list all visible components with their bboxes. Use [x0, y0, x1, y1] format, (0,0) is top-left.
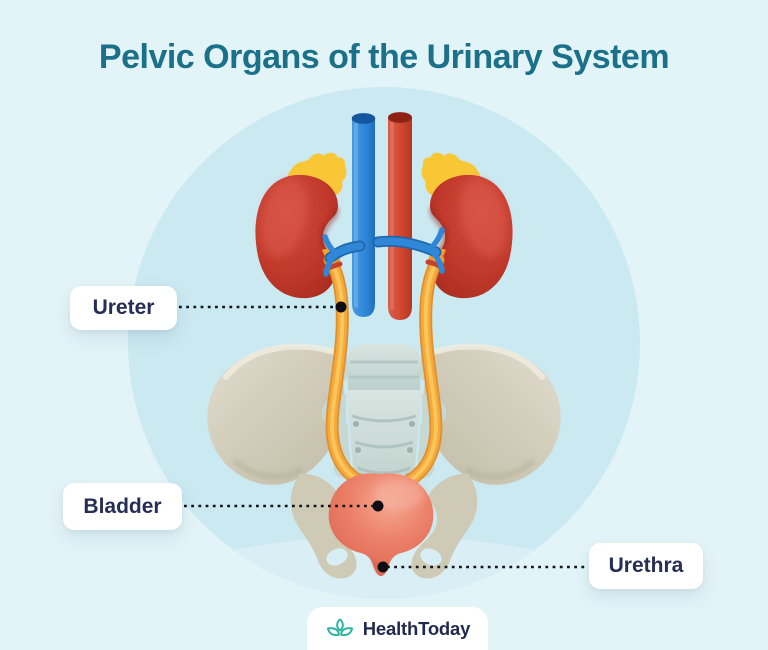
ureter-leader-line	[179, 301, 347, 313]
leader-lines	[179, 301, 587, 573]
logo-text: HealthToday	[362, 617, 471, 639]
urethra-opening	[371, 559, 383, 575]
lotus-leaf-icon	[326, 618, 353, 636]
urethra-leader-line	[377, 561, 587, 573]
iliac-wing-left	[207, 343, 344, 485]
page-title: Pelvic Organs of the Urinary System	[98, 38, 670, 76]
urethra-marker-dot	[377, 561, 389, 573]
urethra-label: Urethra	[589, 543, 703, 589]
bladder-label-text: Bladder	[83, 494, 162, 518]
iliac-wing-right	[424, 343, 561, 485]
vena-cava	[351, 113, 376, 317]
ischium-right	[411, 473, 478, 579]
urethra-label-text: Urethra	[608, 554, 684, 577]
bladder-leader-line	[184, 500, 384, 512]
ureter-marker-dot	[335, 301, 347, 313]
aorta	[388, 112, 412, 320]
ischium-left	[290, 473, 357, 579]
renal-vessels	[321, 227, 446, 277]
ureter-label: Ureter	[70, 286, 177, 330]
bladder-marker-dot	[372, 500, 384, 512]
bladder-label: Bladder	[63, 483, 182, 530]
healthtoday-logo: HealthToday	[307, 607, 488, 650]
bladder	[328, 473, 434, 576]
ureter-label-text: Ureter	[92, 296, 155, 319]
